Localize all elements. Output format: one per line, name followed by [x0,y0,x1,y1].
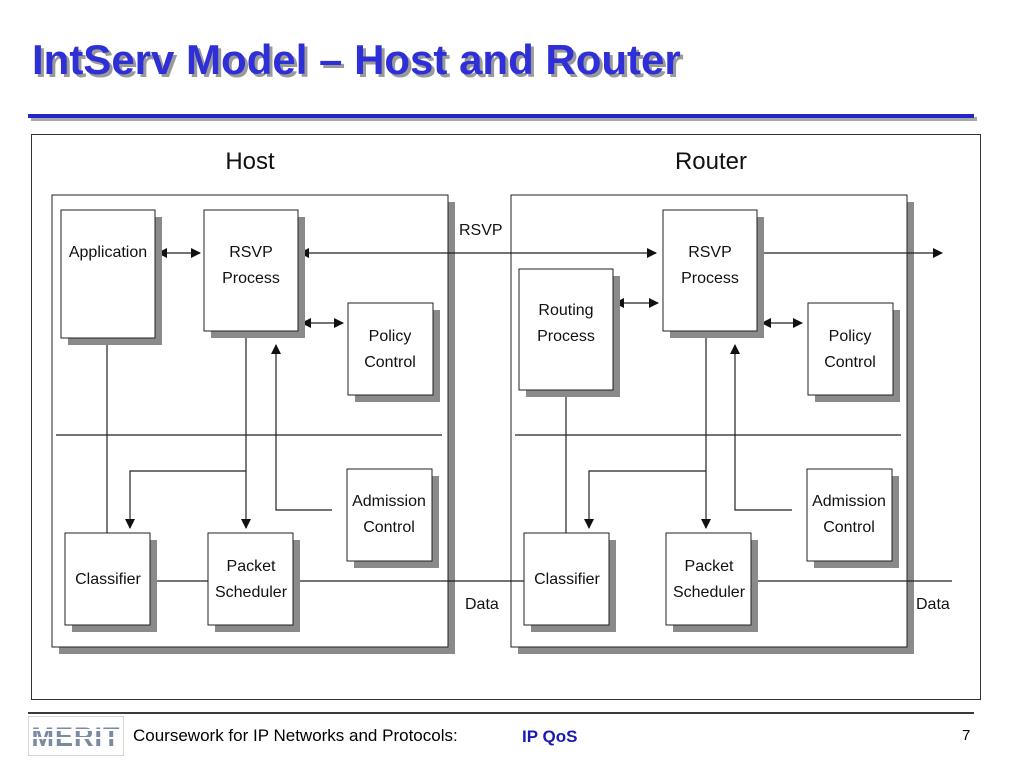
router-routing-label-2: Process [537,328,595,345]
footer-course: Coursework for IP Networks and Protocols… [133,726,458,745]
page-number: 7 [962,727,971,744]
host-scheduler-label-1: Packet [227,558,276,575]
slide-title: IntServ Model – Host and Router [32,36,681,83]
host-policy-control-box: Policy Control [347,302,440,402]
title-divider [28,114,974,118]
router-scheduler-label-2: Scheduler [673,584,746,601]
intserv-diagram: Host Router [31,134,981,700]
router-heading: Router [675,148,747,175]
router-policy-label-2: Control [824,354,876,371]
router-admission-label-1: Admission [812,493,886,510]
host-admission-label-2: Control [363,519,415,536]
router-admission-label-2: Control [823,519,875,536]
router-rsvp-process-box: RSVP Process [662,209,764,338]
host-admission-control-box: Admission Control [346,468,439,568]
host-policy-label-1: Policy [369,328,412,345]
data-label-router: Data [916,596,950,613]
router-rsvp-label-2: Process [681,270,739,287]
rsvp-link-label: RSVP [459,222,503,239]
router-policy-label-1: Policy [829,328,872,345]
router-routing-process-box: Routing Process [518,268,620,397]
host-application-box: Application [60,209,162,345]
host-rsvp-process-box: RSVP Process [203,209,305,338]
host-application-label: Application [69,244,147,261]
host-rsvp-label-2: Process [222,270,280,287]
footer-topic: IP QoS [522,727,578,746]
merit-logo: MERIT [28,716,124,756]
host-classifier-label: Classifier [75,571,141,588]
router-routing-label-1: Routing [538,302,593,319]
data-label-host: Data [465,596,499,613]
host-admission-label-1: Admission [352,493,426,510]
router-packet-scheduler-box: Packet Scheduler [665,532,758,632]
router-policy-control-box: Policy Control [807,302,900,402]
host-heading: Host [225,148,275,175]
router-scheduler-label-1: Packet [685,558,734,575]
host-policy-label-2: Control [364,354,416,371]
router-rsvp-label-1: RSVP [688,244,732,261]
router-classifier-label: Classifier [534,571,600,588]
host-scheduler-label-2: Scheduler [215,584,288,601]
footer-divider [28,712,974,714]
router-classifier-box: Classifier [523,532,616,632]
router-admission-control-box: Admission Control [806,468,899,568]
host-rsvp-label-1: RSVP [229,244,273,261]
host-packet-scheduler-box: Packet Scheduler [207,532,300,632]
host-classifier-box: Classifier [64,532,157,632]
